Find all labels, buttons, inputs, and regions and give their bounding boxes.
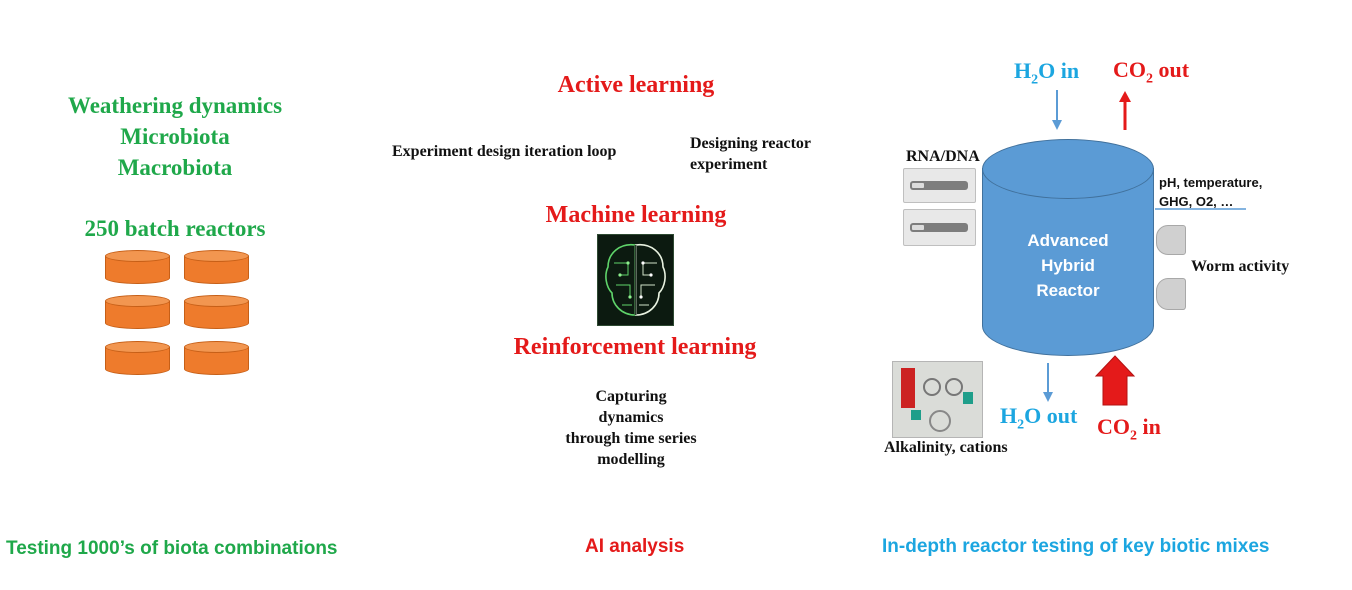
rna-dna-label: RNA/DNA xyxy=(906,148,980,165)
h2o-in-label: H2O in xyxy=(1014,58,1080,88)
alkalinity-label: Alkalinity, cations xyxy=(884,439,1008,456)
capturing-line-3: through time series xyxy=(565,430,697,447)
heading-microbiota: Microbiota xyxy=(120,124,230,149)
machine-learning-title: Machine learning xyxy=(545,202,727,228)
co2-in-label: CO2 in xyxy=(1097,414,1161,444)
sensor-list: pH, temperature, GHG, O2, … xyxy=(1159,173,1262,211)
capturing-line-2: dynamics xyxy=(598,409,664,426)
titrator-device-image xyxy=(892,361,983,438)
designing-line-2: experiment xyxy=(690,156,768,173)
batch-reactor xyxy=(184,341,249,375)
sensors-line-1: pH, temperature, xyxy=(1159,175,1263,190)
capturing-dynamics-text: Capturing dynamics through time series m… xyxy=(531,386,731,470)
capturing-line-4: modelling xyxy=(597,451,665,468)
designing-reactor-label: Designing reactor experiment xyxy=(690,133,811,175)
worm-sensor-probe xyxy=(1156,225,1186,255)
sequencer-device xyxy=(903,168,976,203)
reinforcement-learning-title: Reinforcement learning xyxy=(513,334,757,360)
batch-reactor xyxy=(184,295,249,329)
sequencer-device xyxy=(903,209,976,246)
h2o-out-label: H2O out xyxy=(1000,403,1078,433)
iteration-loop-label: Experiment design iteration loop xyxy=(392,143,617,160)
left-headings: Weathering dynamics Microbiota Macrobiot… xyxy=(40,90,310,183)
capturing-line-1: Capturing xyxy=(595,388,667,405)
batch-reactor xyxy=(105,341,170,375)
batch-reactor xyxy=(105,295,170,329)
heading-weathering: Weathering dynamics xyxy=(67,93,283,118)
reactor-label-line-1: Advanced xyxy=(1027,231,1109,250)
co2-out-label: CO2 out xyxy=(1113,57,1190,87)
designing-line-1: Designing reactor xyxy=(690,135,812,152)
left-footer: Testing 1000’s of biota combinations xyxy=(6,538,338,559)
worm-activity-label: Worm activity xyxy=(1191,258,1290,275)
right-footer: In-depth reactor testing of key biotic m… xyxy=(882,536,1270,557)
brain-circuit-image xyxy=(597,234,674,326)
reactor-label-line-3: Reactor xyxy=(1036,281,1100,300)
co2-in-arrow xyxy=(1094,355,1136,406)
brain-icon xyxy=(598,235,673,325)
reactor-label: Advanced Hybrid Reactor xyxy=(982,228,1154,303)
batch-reactor xyxy=(105,250,170,284)
worm-sensor-probe xyxy=(1156,278,1186,310)
active-learning-title: Active learning xyxy=(557,72,715,98)
batch-reactors-title: 250 batch reactors xyxy=(84,216,266,241)
middle-footer: AI analysis xyxy=(585,536,685,557)
heading-macrobiota: Macrobiota xyxy=(117,155,233,180)
reactor-label-line-2: Hybrid xyxy=(1041,256,1095,275)
batch-reactor xyxy=(184,250,249,284)
sensors-line-2: GHG, O2, … xyxy=(1159,194,1234,209)
